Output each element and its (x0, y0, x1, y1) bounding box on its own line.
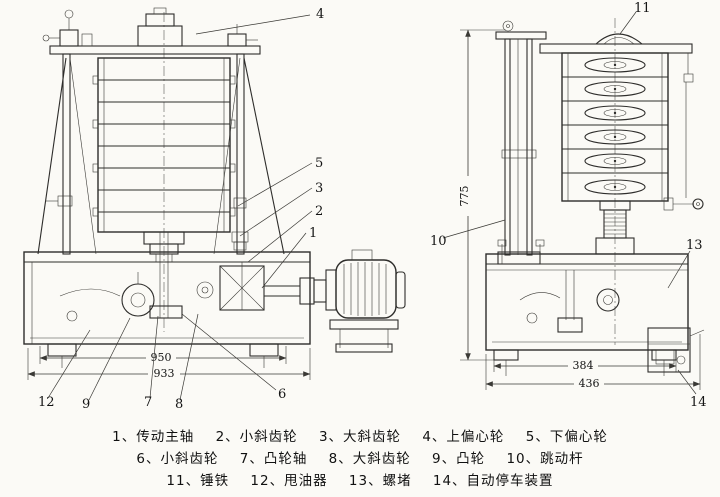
legend-item-2: 2、小斜齿轮 (215, 429, 298, 445)
callout-4: 4 (316, 7, 324, 22)
callout-12: 12 (38, 395, 55, 410)
dimension-front-outer: 933 (27, 348, 311, 380)
dimension-side-outer: 436 (485, 334, 701, 390)
base-housing-side (485, 239, 689, 376)
callout-3: 3 (315, 181, 323, 196)
dim-side-height-label: 775 (458, 186, 471, 207)
legend-item-6: 6、小斜齿轮 (136, 451, 219, 467)
callout-5: 5 (315, 156, 323, 171)
legend-item-9: 9、凸轮 (432, 451, 486, 467)
front-view: 950 933 4 5 3 2 1 (23, 7, 406, 412)
base-housing-front (23, 232, 327, 368)
legend-item-14: 14、自动停车装置 (432, 473, 554, 489)
side-view: 775 (430, 1, 707, 410)
legend-item-13: 13、螺堵 (348, 473, 412, 489)
callout-1: 1 (309, 226, 317, 241)
lower-eccentric-assembly (143, 231, 249, 263)
auto-stop-device (647, 327, 705, 373)
dimension-side-inner: 384 (493, 354, 677, 372)
legend-item-4: 4、上偏心轮 (422, 429, 505, 445)
dim-side-outer-label: 436 (579, 377, 600, 390)
cam (121, 283, 155, 317)
motor (325, 249, 406, 353)
foot-left (47, 343, 77, 357)
callout-13: 13 (686, 238, 703, 253)
coupling (299, 277, 315, 305)
legend-item-5: 5、下偏心轮 (525, 429, 608, 445)
callout-2: 2 (315, 204, 323, 219)
side-foot-right (651, 349, 677, 361)
upper-eccentric-assembly (42, 7, 261, 55)
legend-line-2: 6、小斜齿轮 7、凸轮轴 8、大斜齿轮 9、凸轮 10、跳动杆 (0, 448, 720, 470)
spring-column (595, 200, 635, 255)
callout-7: 7 (144, 395, 152, 410)
side-foot-left (493, 349, 519, 361)
legend-item-11: 11、锤铁 (166, 473, 230, 489)
sieve-shaker-drawing: 950 933 4 5 3 2 1 (23, 1, 707, 412)
legend-item-7: 7、凸轮轴 (239, 451, 308, 467)
sieve-clamp-ovals (584, 57, 646, 195)
callout-14: 14 (690, 395, 707, 410)
side-callouts: 11 10 13 14 (430, 1, 707, 410)
dimension-front-inner: 950 (39, 346, 287, 364)
callout-6: 6 (278, 387, 286, 402)
legend-item-3: 3、大斜齿轮 (318, 429, 402, 445)
front-callouts: 4 5 3 2 1 6 12 9 7 8 (38, 7, 324, 412)
legend-item-8: 8、大斜齿轮 (328, 451, 411, 467)
dimension-side-height: 775 (458, 29, 506, 361)
oil-slinger (66, 310, 78, 322)
callout-10: 10 (430, 234, 447, 249)
jump-rod-frame (495, 20, 547, 265)
dim-front-outer-label: 933 (154, 367, 175, 380)
clamp-screw (663, 82, 704, 211)
legend-line-1: 1、传动主轴 2、小斜齿轮 3、大斜齿轮 4、上偏心轮 5、下偏心轮 (0, 426, 720, 448)
legend-item-12: 12、甩油器 (250, 473, 328, 489)
dim-front-inner-label: 950 (151, 351, 172, 364)
support-posts (37, 53, 285, 255)
dim-side-inner-label: 384 (573, 359, 594, 372)
callout-11: 11 (634, 1, 651, 16)
legend-item-10: 10、跳动杆 (506, 451, 584, 467)
foot-right (249, 343, 279, 357)
sieve-stack-front (92, 57, 236, 233)
callout-8: 8 (175, 397, 183, 412)
callout-9: 9 (82, 397, 90, 412)
small-helical-gear (149, 305, 183, 319)
parts-legend: 1、传动主轴 2、小斜齿轮 3、大斜齿轮 4、上偏心轮 5、下偏心轮 6、小斜齿… (0, 426, 720, 492)
legend-line-3: 11、锤铁 12、甩油器 13、螺堵 14、自动停车装置 (0, 470, 720, 492)
legend-item-1: 1、传动主轴 (112, 429, 195, 445)
